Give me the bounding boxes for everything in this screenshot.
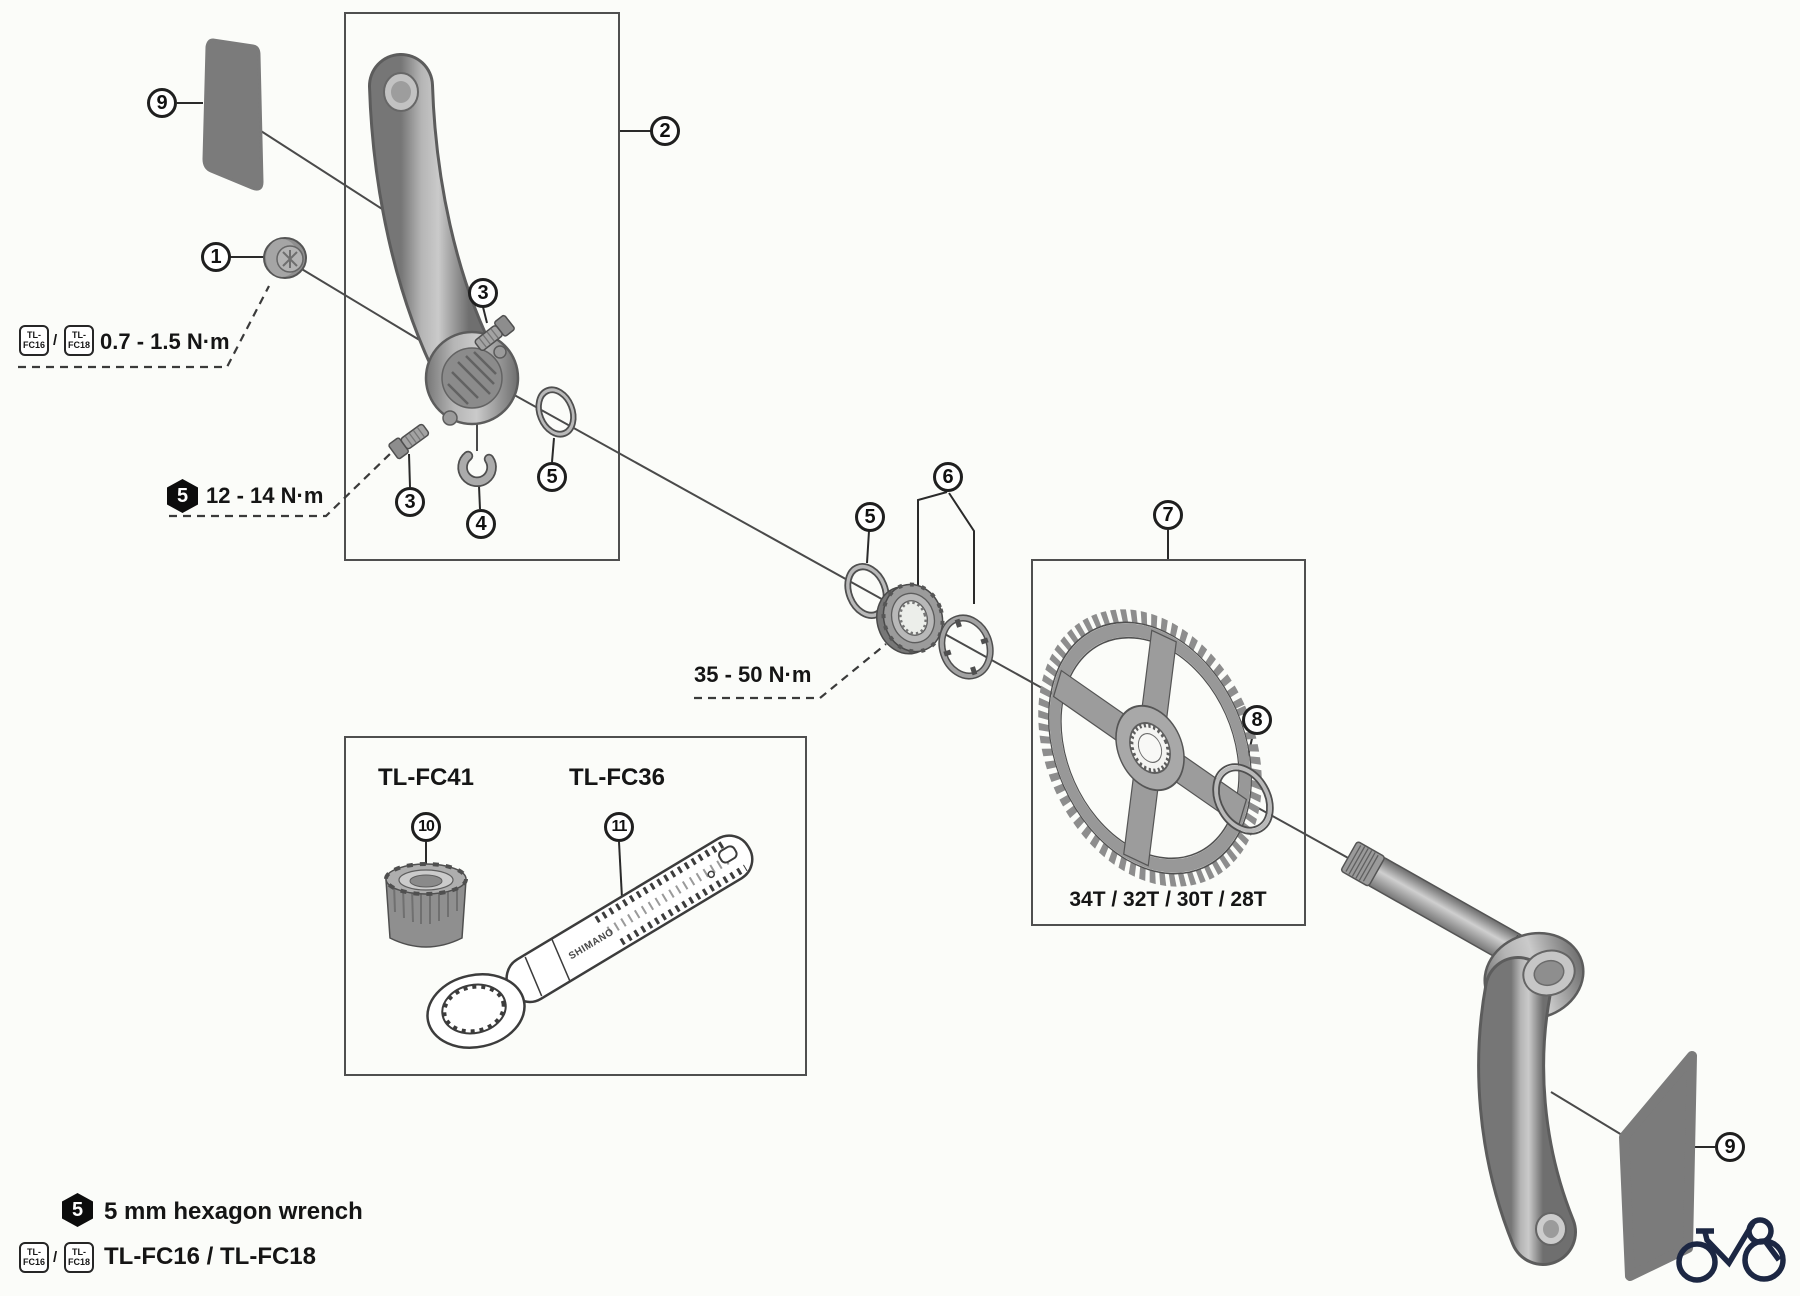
chainring — [1038, 609, 1262, 887]
callout-2-left-crank: 2 — [650, 116, 680, 146]
tag-line: FC16 — [22, 339, 45, 350]
note-cap-tools: TL-FC16 / TL-FC18 — [104, 1243, 317, 1270]
pinch-lug-upper — [493, 345, 507, 359]
group-boxes — [344, 12, 1306, 1076]
o-ring-8 — [1212, 763, 1274, 835]
callout-number: 9 — [156, 92, 168, 114]
bracket-6-left — [917, 491, 948, 606]
pinch-lug — [442, 410, 458, 426]
tag-separator-legend: / — [53, 1249, 58, 1266]
crank-cap — [263, 237, 307, 279]
callout-number: 5 — [864, 506, 876, 528]
tag-line: FC16 — [22, 1256, 45, 1267]
torque-label-cap: 0.7 - 1.5 N·m — [100, 329, 230, 354]
note-hex-wrench: 5 mm hexagon wrench — [104, 1198, 363, 1225]
callout-number: 9 — [1724, 1136, 1736, 1158]
tool-tag-fc18: TL- FC18 — [64, 325, 94, 356]
callout-8-oring: 8 — [1242, 705, 1272, 735]
leader-pad-right — [1550, 1091, 1623, 1136]
tool-tag-fc18-legend: TL- FC18 — [64, 1242, 94, 1273]
tag-line: TL- — [27, 1246, 41, 1257]
dashed-leaders — [18, 285, 887, 700]
callout-number: 4 — [475, 513, 487, 535]
callout-number: 11 — [611, 818, 628, 835]
tool-name-fc41: TL-FC41 — [378, 764, 474, 791]
torque-label-lockring: 35 - 50 N·m — [694, 662, 812, 687]
dash-cap-torque — [18, 285, 270, 369]
box-tools — [344, 736, 807, 1076]
callout-5-oring-b: 5 — [855, 502, 885, 532]
callout-number: 10 — [418, 818, 435, 835]
o-ring-5a — [535, 386, 577, 438]
callout-number: 2 — [659, 120, 671, 142]
callout-connectors — [177, 102, 1715, 1148]
tag-line: FC18 — [67, 1256, 90, 1267]
callout-10-lockring-tool: 10 — [411, 812, 441, 842]
left-crank-arm — [368, 53, 520, 426]
callout-9-pad-right: 9 — [1715, 1132, 1745, 1162]
spindle — [1340, 841, 1527, 966]
tag-line: TL- — [27, 329, 41, 340]
callout-number: 1 — [210, 246, 222, 268]
tag-line: TL- — [72, 329, 86, 340]
callout-number: 3 — [404, 491, 416, 513]
e-clip — [457, 450, 497, 487]
tag-separator: / — [53, 332, 58, 349]
spline-washer — [938, 614, 994, 680]
callout-7-chainring: 7 — [1153, 500, 1183, 530]
spindle-spline-hatch — [447, 351, 497, 405]
tag-line: TL- — [72, 1246, 86, 1257]
dash-lockring-torque — [694, 643, 887, 700]
callout-9-pad-left: 9 — [147, 88, 177, 118]
dash-bolt-torque — [169, 450, 394, 518]
callout-3-bolt-upper: 3 — [468, 278, 498, 308]
pad-left — [202, 38, 264, 191]
torque-label-pinch-bolts: 12 - 14 N·m — [206, 483, 324, 508]
callout-3-bolt-lower: 3 — [395, 487, 425, 517]
callout-4-eclip: 4 — [466, 509, 496, 539]
callout-11-wrench-tool: 11 — [604, 812, 634, 842]
spindle-splines — [1345, 845, 1379, 882]
pinch-bolt-lower — [388, 423, 430, 460]
tool-tag-fc16-legend: TL- FC16 — [19, 1242, 49, 1273]
tool-tag-fc16: TL- FC16 — [19, 325, 49, 356]
callout-number: 3 — [477, 282, 489, 304]
right-crank-arm — [1477, 931, 1585, 1266]
callout-number: 6 — [942, 466, 954, 488]
callout-number: 7 — [1162, 504, 1174, 526]
pad-right — [1619, 1051, 1697, 1281]
lockring-tool — [384, 862, 468, 948]
callout-5-oring-a: 5 — [537, 462, 567, 492]
pinch-bolt-upper — [474, 314, 515, 352]
wrench-tool: SHIMANO — [426, 834, 754, 1049]
callout-1-cap: 1 — [201, 242, 231, 272]
bicycle-logo — [1676, 1217, 1786, 1283]
box-chainring — [1031, 559, 1306, 926]
callout-number: 8 — [1251, 709, 1263, 731]
callout-6-lockring: 6 — [933, 462, 963, 492]
tool-name-fc36: TL-FC36 — [569, 764, 665, 791]
bracket-6-right — [948, 492, 975, 604]
chainring-options-label: 34T / 32T / 30T / 28T — [1069, 888, 1267, 911]
tag-line: FC18 — [67, 339, 90, 350]
callout-number: 5 — [546, 466, 558, 488]
box-left-crank — [344, 12, 620, 561]
lockring — [876, 582, 945, 655]
